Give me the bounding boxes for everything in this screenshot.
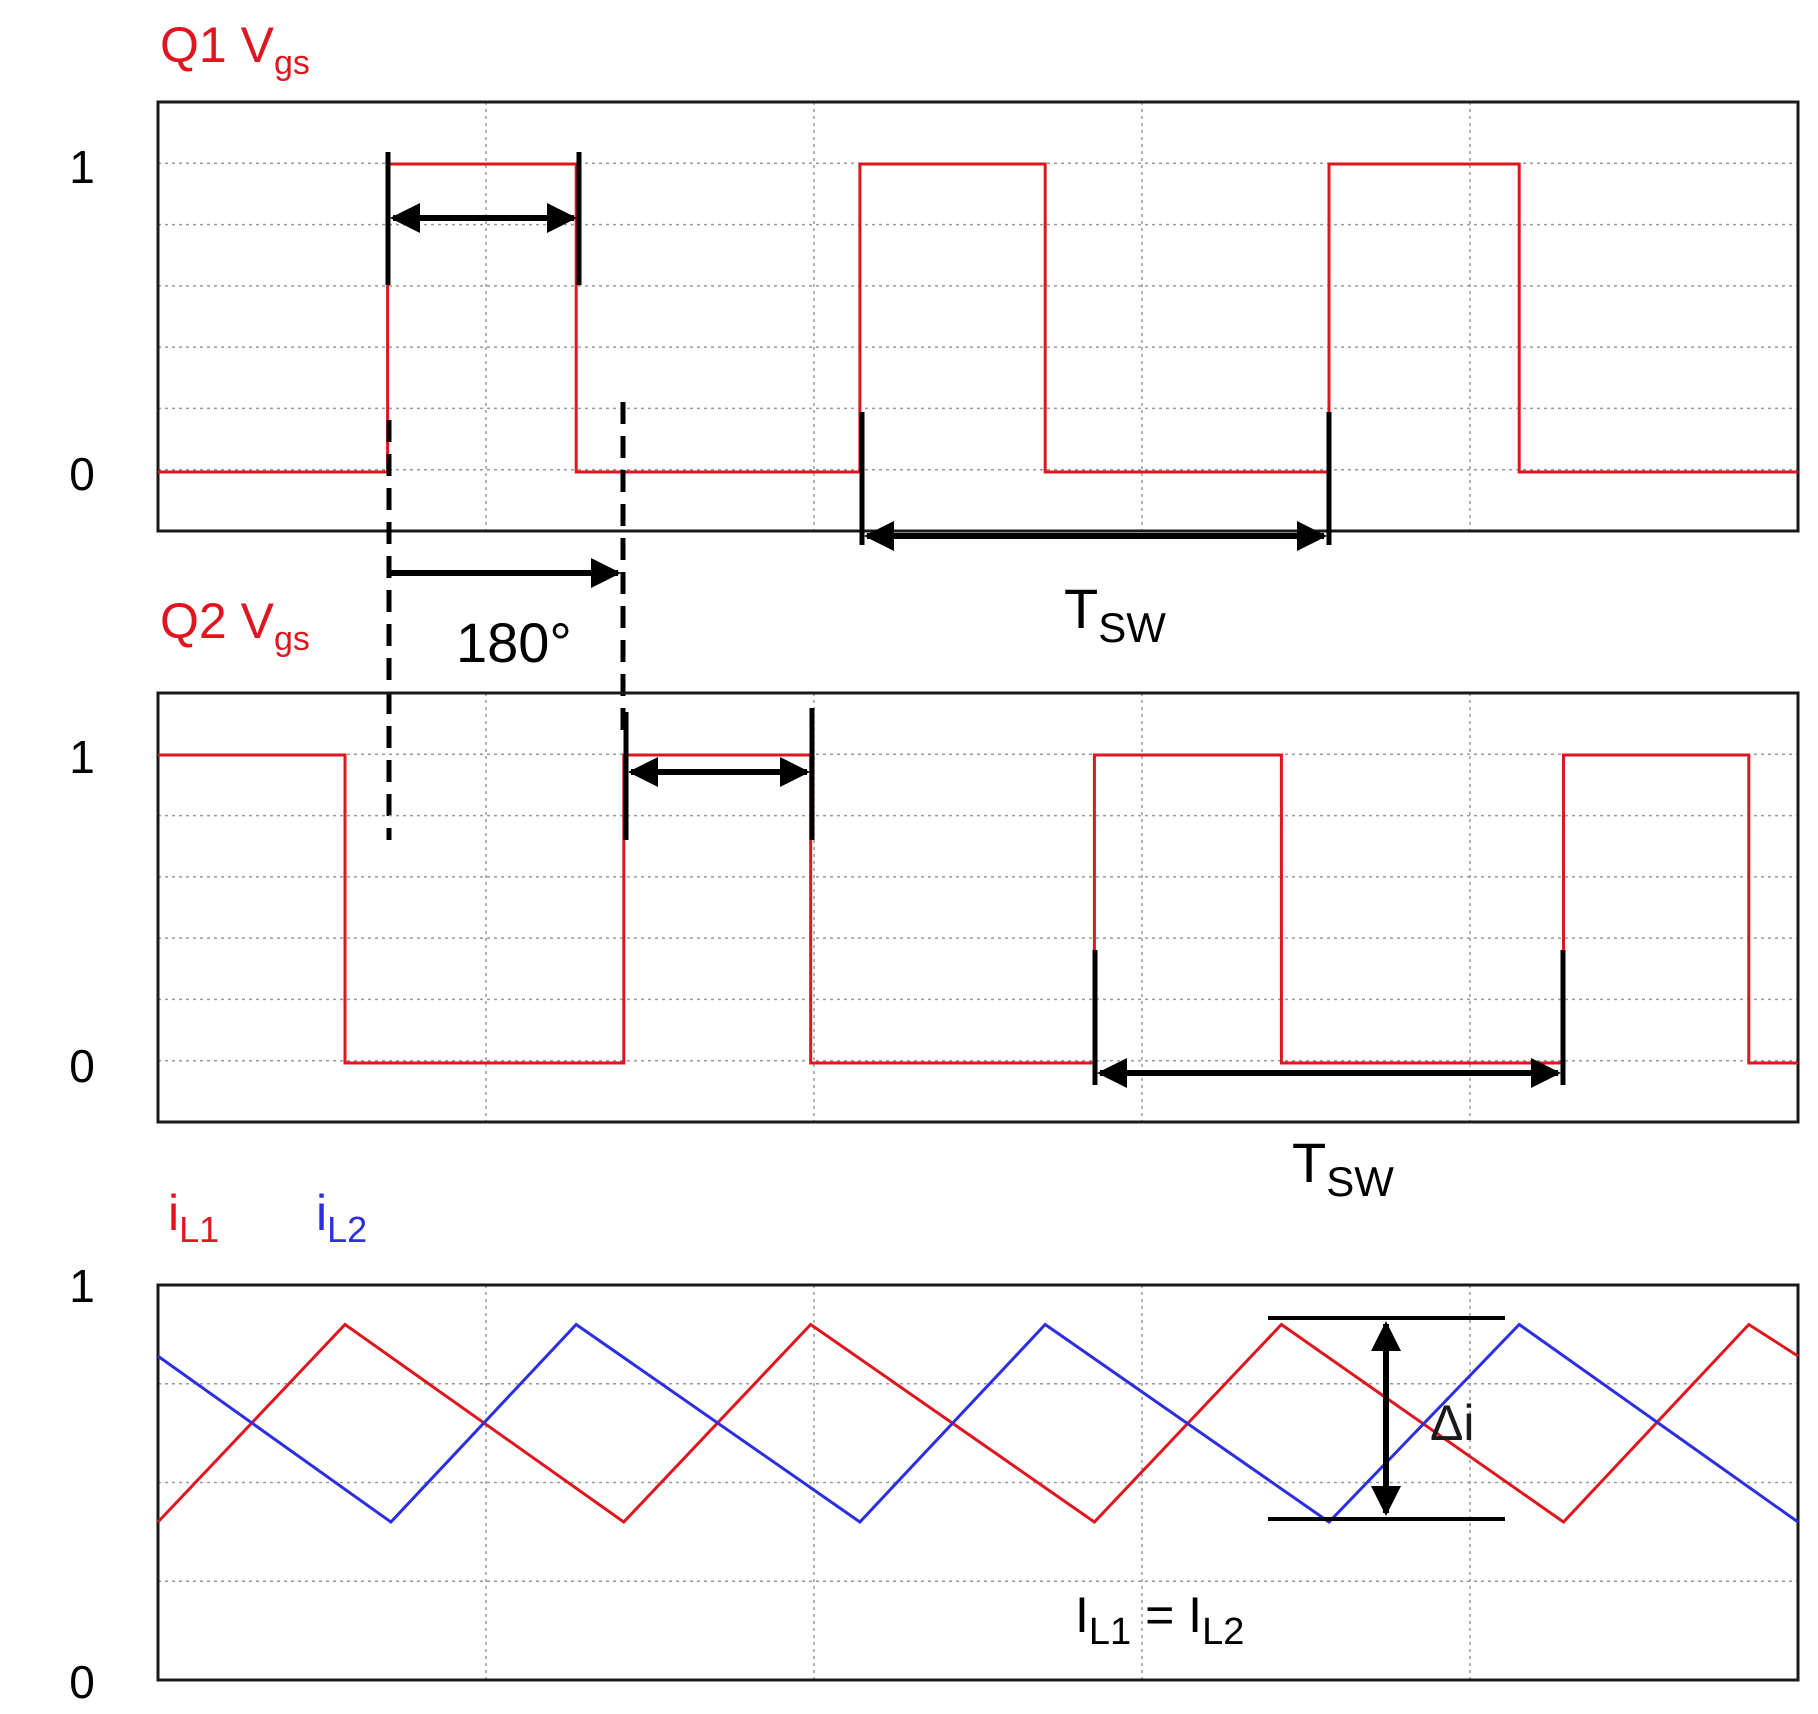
q1-ytick-0: 0 — [69, 448, 95, 500]
average-current-label: IL1 = IL2 — [1075, 1587, 1244, 1653]
q2-frame — [156, 691, 1800, 1124]
phase-shift-annotation: 180° — [386, 402, 626, 840]
il2-legend: iL2 — [316, 1185, 367, 1250]
ripple-label: Δi — [1430, 1395, 1475, 1451]
q1-ytick-1: 1 — [69, 141, 95, 193]
current-grid — [158, 1285, 1798, 1680]
inductor-current-panel: iL1 iL2 1 0 Δi IL1 = IL2 — [69, 1185, 1800, 1708]
il1-legend: iL1 — [168, 1185, 219, 1250]
q2-panel: Q2 Vgs 1 0 TSW — [69, 593, 1800, 1205]
current-frame — [156, 1283, 1800, 1682]
q2-vgs-trace — [158, 753, 1798, 1065]
q1-title: Q1 Vgs — [160, 17, 310, 82]
il2-trace — [157, 1322, 1799, 1524]
q1-period-label: TSW — [1064, 577, 1166, 651]
current-ytick-0: 0 — [69, 1656, 95, 1708]
q1-grid — [158, 102, 1798, 531]
current-ytick-1: 1 — [69, 1260, 95, 1312]
q2-ytick-1: 1 — [69, 731, 95, 783]
phase-label: 180° — [456, 611, 572, 674]
q2-grid — [158, 693, 1798, 1122]
q2-period-label: TSW — [1292, 1131, 1394, 1205]
il1-trace — [156, 1322, 1799, 1524]
q2-title: Q2 Vgs — [160, 593, 310, 658]
q2-ytick-0: 0 — [69, 1040, 95, 1092]
q1-vgs-trace — [158, 162, 1798, 474]
q1-panel: Q1 Vgs 1 0 TSW — [69, 17, 1800, 651]
q1-frame — [156, 100, 1800, 533]
